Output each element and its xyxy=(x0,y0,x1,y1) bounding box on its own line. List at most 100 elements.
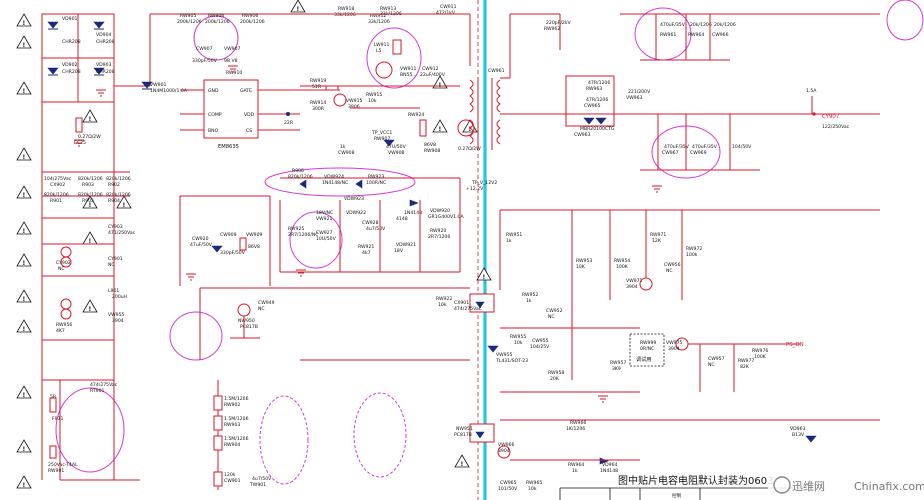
svg-text:471/250Vac: 471/250Vac xyxy=(108,230,136,236)
svg-text:CW967: CW967 xyxy=(662,150,679,156)
svg-text:100K: 100K xyxy=(616,264,629,270)
svg-text:VW963: VW963 xyxy=(626,95,643,101)
transformer-tw901: CW961 TP_V_12V2 +12.2V xyxy=(466,68,505,192)
svg-text:RW913: RW913 xyxy=(380,6,396,12)
svg-text:RW914: RW914 xyxy=(310,100,326,106)
svg-text:RW956: RW956 xyxy=(56,322,72,328)
svg-text:RW918: RW918 xyxy=(338,6,354,12)
svg-text:!: ! xyxy=(89,202,92,209)
svg-text:0R/NC: 0R/NC xyxy=(640,346,654,352)
svg-text:CHR208: CHR208 xyxy=(62,39,81,45)
svg-text:0.27Ω/2W: 0.27Ω/2W xyxy=(458,146,481,152)
controller-ic: GND COMP BNO GATE VDD CS EM8635 22R xyxy=(180,79,300,150)
svg-text:R903: R903 xyxy=(82,182,94,188)
svg-text:VD963: VD963 xyxy=(790,426,806,432)
svg-text:200k/1206: 200k/1206 xyxy=(177,19,202,25)
svg-text:474/275Vac: 474/275Vac xyxy=(90,382,118,388)
svg-text:47uF/50V: 47uF/50V xyxy=(190,242,213,248)
input-filter: 0.27Ω/2W EC25 104/275Vac CX902 820k/1206… xyxy=(41,102,136,480)
svg-text:CW909: CW909 xyxy=(220,232,237,238)
svg-text:47R/1206: 47R/1206 xyxy=(588,80,610,86)
svg-text:1.5M/1206: 1.5M/1206 xyxy=(224,416,249,422)
tp-v12-label: 1.5A xyxy=(806,88,817,94)
svg-text:RW920: RW920 xyxy=(430,228,446,234)
svg-text:VW921: VW921 xyxy=(316,216,333,222)
svg-text:!: ! xyxy=(23,482,26,489)
svg-text:1k: 1k xyxy=(506,238,512,244)
svg-text:RW977: RW977 xyxy=(738,358,754,364)
svg-text:RW976: RW976 xyxy=(752,348,768,354)
svg-text:1k: 1k xyxy=(572,468,578,474)
svg-text:!: ! xyxy=(23,228,26,235)
svg-text:VDW920: VDW920 xyxy=(430,208,450,214)
svg-text:RW964: RW964 xyxy=(688,32,704,38)
svg-text:RW906: RW906 xyxy=(208,13,224,19)
svg-text:1N4148: 1N4148 xyxy=(404,210,422,216)
svg-text:CY902: CY902 xyxy=(56,260,71,266)
svg-text:EM8635: EM8635 xyxy=(218,144,239,150)
svg-text:VDW922: VDW922 xyxy=(346,210,366,216)
svg-text:!: ! xyxy=(469,126,472,133)
svg-text:47U/50V: 47U/50V xyxy=(386,144,407,150)
debug-block: RW999 0R/NC 调试用 VW975 3904 CW957 NC RW97… xyxy=(629,333,804,392)
svg-text:RT901: RT901 xyxy=(90,388,105,394)
svg-text:CW966: CW966 xyxy=(712,32,729,38)
svg-text:820k/1206: 820k/1206 xyxy=(288,174,313,180)
svg-text:1.5M/1206: 1.5M/1206 xyxy=(224,396,249,402)
svg-text:RW954: RW954 xyxy=(614,258,630,264)
svg-text:0.27Ω/2W: 0.27Ω/2W xyxy=(78,134,101,140)
optocoupler-nw950: RW922 10k CX901 474/275Vac 474/275Vac RT… xyxy=(300,293,495,361)
svg-text:R905: R905 xyxy=(82,198,94,204)
svg-text:4148: 4148 xyxy=(396,216,408,222)
svg-text:10k: 10k xyxy=(368,98,377,104)
svg-text:1k: 1k xyxy=(526,298,532,304)
svg-text:4u7/50V: 4u7/50V xyxy=(366,226,386,232)
svg-text:470uF/35V: 470uF/35V xyxy=(664,144,690,150)
svg-text:VDD: VDD xyxy=(244,112,255,118)
svg-text:82K: 82K xyxy=(740,364,750,370)
svg-text:820k/1206: 820k/1206 xyxy=(78,176,103,182)
svg-text:VW971: VW971 xyxy=(626,278,643,284)
svg-text:3904: 3904 xyxy=(112,318,124,324)
svg-text:F911: F911 xyxy=(52,416,63,422)
svg-text:RW972: RW972 xyxy=(686,246,702,252)
svg-text:RW921: RW921 xyxy=(358,244,374,250)
svg-text:GND: GND xyxy=(208,88,219,94)
svg-text:控制: 控制 xyxy=(672,492,682,499)
feedback-network: RW951 1k RW953 10K RW971 12K RW972 100k … xyxy=(487,209,880,393)
svg-text:TP_VCC1: TP_VCC1 xyxy=(371,130,392,136)
svg-text:104/275Vac: 104/275Vac xyxy=(44,176,72,182)
svg-text:RW953: RW953 xyxy=(576,258,592,264)
svg-text:R904: R904 xyxy=(108,198,120,204)
svg-text:10k: 10k xyxy=(438,302,447,308)
svg-text:CS: CS xyxy=(246,128,252,134)
svg-text:200k/1206: 200k/1206 xyxy=(240,19,265,25)
startup-transistor: CW949 NC NW950 PC817B xyxy=(199,287,470,360)
svg-text:1K/1206: 1K/1206 xyxy=(566,426,585,432)
svg-text:470uF/35V: 470uF/35V xyxy=(692,144,718,150)
svg-text:10K: 10K xyxy=(576,264,586,270)
svg-text:12K: 12K xyxy=(652,238,662,244)
svg-text:86V8: 86V8 xyxy=(424,142,436,148)
svg-text:RW923: RW923 xyxy=(368,174,384,180)
svg-text:RW962: RW962 xyxy=(544,26,560,32)
svg-text:CW927: CW927 xyxy=(316,230,333,236)
svg-text:!: ! xyxy=(89,238,92,245)
svg-text:!: ! xyxy=(461,461,464,468)
secondary-output: 220pF/2kV RW962 47R/1206 RW963 47R/1206 … xyxy=(500,13,880,171)
svg-text:RW961: RW961 xyxy=(660,32,676,38)
svg-text:VDW923: VDW923 xyxy=(344,196,364,202)
svg-text:10k: 10k xyxy=(528,486,537,492)
svg-text:RW924: RW924 xyxy=(408,112,424,118)
svg-text:Chinafix.com: Chinafix.com xyxy=(854,480,924,493)
svg-text:CW969: CW969 xyxy=(690,150,707,156)
svg-text:20K: 20K xyxy=(550,376,560,382)
svg-text:4u7/50V: 4u7/50V xyxy=(252,476,272,482)
svg-text:200uH: 200uH xyxy=(112,294,127,300)
svg-text:RW965: RW965 xyxy=(526,480,542,486)
highlight-circles xyxy=(55,0,924,485)
svg-text:B13V: B13V xyxy=(792,432,805,438)
svg-text:NW951: NW951 xyxy=(456,426,473,432)
svg-text:22uF/400V: 22uF/400V xyxy=(420,72,446,78)
svg-text:9B V8: 9B V8 xyxy=(224,58,238,64)
